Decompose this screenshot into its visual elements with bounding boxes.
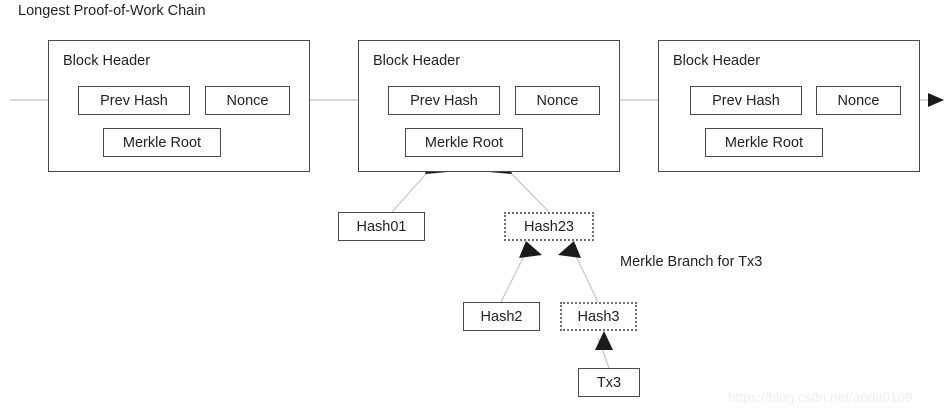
block-1-prev-hash[interactable]: Prev Hash xyxy=(78,86,190,115)
block-3-nonce[interactable]: Nonce xyxy=(816,86,901,115)
merkle-node-tx3[interactable]: Tx3 xyxy=(578,368,640,397)
merkle-branch-label: Merkle Branch for Tx3 xyxy=(620,254,763,270)
block-1-merkle-root[interactable]: Merkle Root xyxy=(103,128,221,157)
block-1-nonce[interactable]: Nonce xyxy=(205,86,290,115)
block-3-prev-hash[interactable]: Prev Hash xyxy=(690,86,802,115)
line-hash2-to-hash23 xyxy=(500,247,529,303)
line-hash01-to-merkleroot xyxy=(391,165,434,213)
page-title: Longest Proof-of-Work Chain xyxy=(18,3,206,19)
arrowhead-hash23-left xyxy=(519,241,542,258)
arrowhead-hash23-right xyxy=(558,241,581,258)
block-2-header-label: Block Header xyxy=(373,53,461,69)
merkle-node-hash23[interactable]: Hash23 xyxy=(504,212,594,241)
line-hash3-to-hash23 xyxy=(571,247,599,303)
block-3-header-label: Block Header xyxy=(673,53,761,69)
arrowhead-hash3-bottom xyxy=(595,331,613,350)
merkle-node-hash3[interactable]: Hash3 xyxy=(560,302,637,331)
watermark: https://blog.csdn.net/anda0109 xyxy=(728,390,913,405)
block-2-nonce[interactable]: Nonce xyxy=(515,86,600,115)
block-3-merkle-root[interactable]: Merkle Root xyxy=(705,128,823,157)
chain-arrowhead-out xyxy=(928,93,944,107)
merkle-node-hash2[interactable]: Hash2 xyxy=(463,302,540,331)
line-tx3-to-hash3 xyxy=(597,337,610,369)
block-1-header-label: Block Header xyxy=(63,53,151,69)
block-2-merkle-root[interactable]: Merkle Root xyxy=(405,128,523,157)
line-hash23-to-merkleroot xyxy=(503,165,550,213)
merkle-node-hash01[interactable]: Hash01 xyxy=(338,212,425,241)
block-2-prev-hash[interactable]: Prev Hash xyxy=(388,86,500,115)
